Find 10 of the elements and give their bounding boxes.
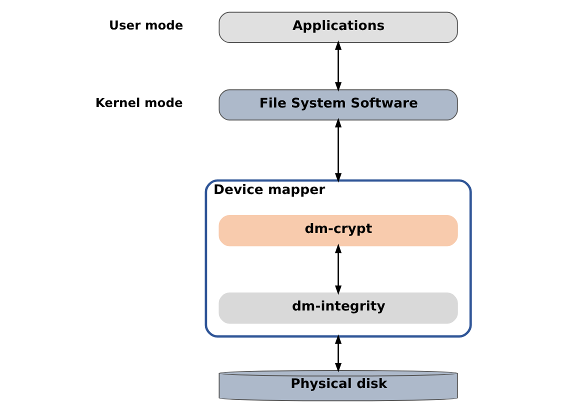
arrow [334, 118, 342, 183]
label: User mode [109, 18, 184, 33]
arrow [334, 334, 342, 372]
label: Kernel mode [95, 96, 183, 110]
node-box: dm-integrity [218, 292, 458, 324]
node-box: dm-crypt [218, 215, 458, 246]
arrow [334, 40, 342, 92]
node-box: File System Software [218, 89, 458, 120]
node-box: Applications [218, 12, 458, 43]
arrow [334, 244, 342, 295]
